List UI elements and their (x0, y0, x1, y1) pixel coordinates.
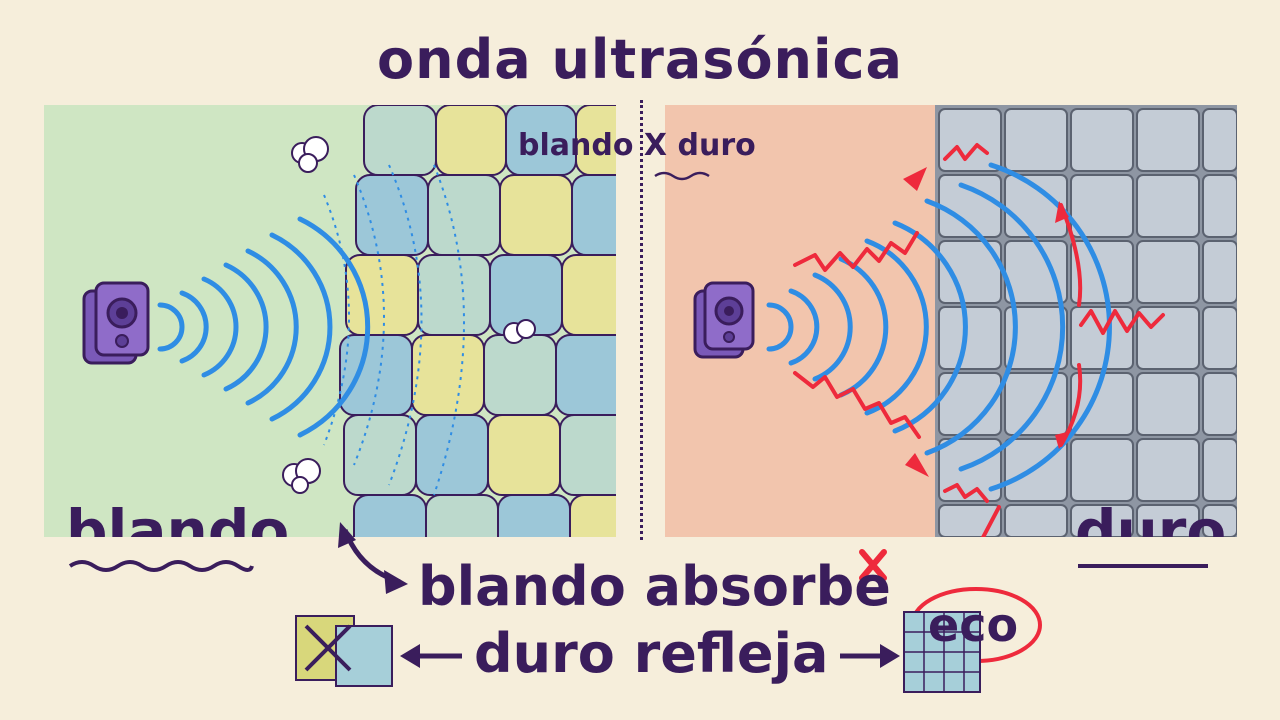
comparison-right: duro (677, 128, 756, 163)
soft-panel-illustration (82, 105, 616, 537)
arrowheads (903, 167, 1071, 477)
soft-label: blando (66, 497, 290, 537)
comparison-x: X (643, 128, 668, 163)
absorb-statement: blando absorbe (418, 555, 891, 618)
hard-label: duro (1075, 497, 1227, 537)
tile-wall (935, 105, 1237, 537)
quilt-patches (339, 105, 616, 537)
panel-divider (640, 100, 643, 540)
echo-label: eco (928, 598, 1019, 652)
hard-material-panel: duro (665, 105, 1237, 537)
dust-puffs (282, 136, 536, 494)
speaker-icon (693, 281, 755, 359)
hard-panel-illustration (693, 105, 1237, 537)
speaker-icon (82, 281, 150, 365)
sound-waves (766, 162, 1112, 492)
comparison-left: blando (518, 128, 634, 163)
comparison-heading: blando X duro (518, 128, 756, 163)
sound-waves (157, 216, 371, 438)
soft-material-panel: blando (44, 105, 616, 537)
page-title: onda ultrasónica (377, 28, 903, 91)
absorbed-waves (323, 164, 465, 496)
absorb-swatch-icon (295, 615, 393, 687)
reflect-statement: duro refleja (474, 622, 829, 685)
